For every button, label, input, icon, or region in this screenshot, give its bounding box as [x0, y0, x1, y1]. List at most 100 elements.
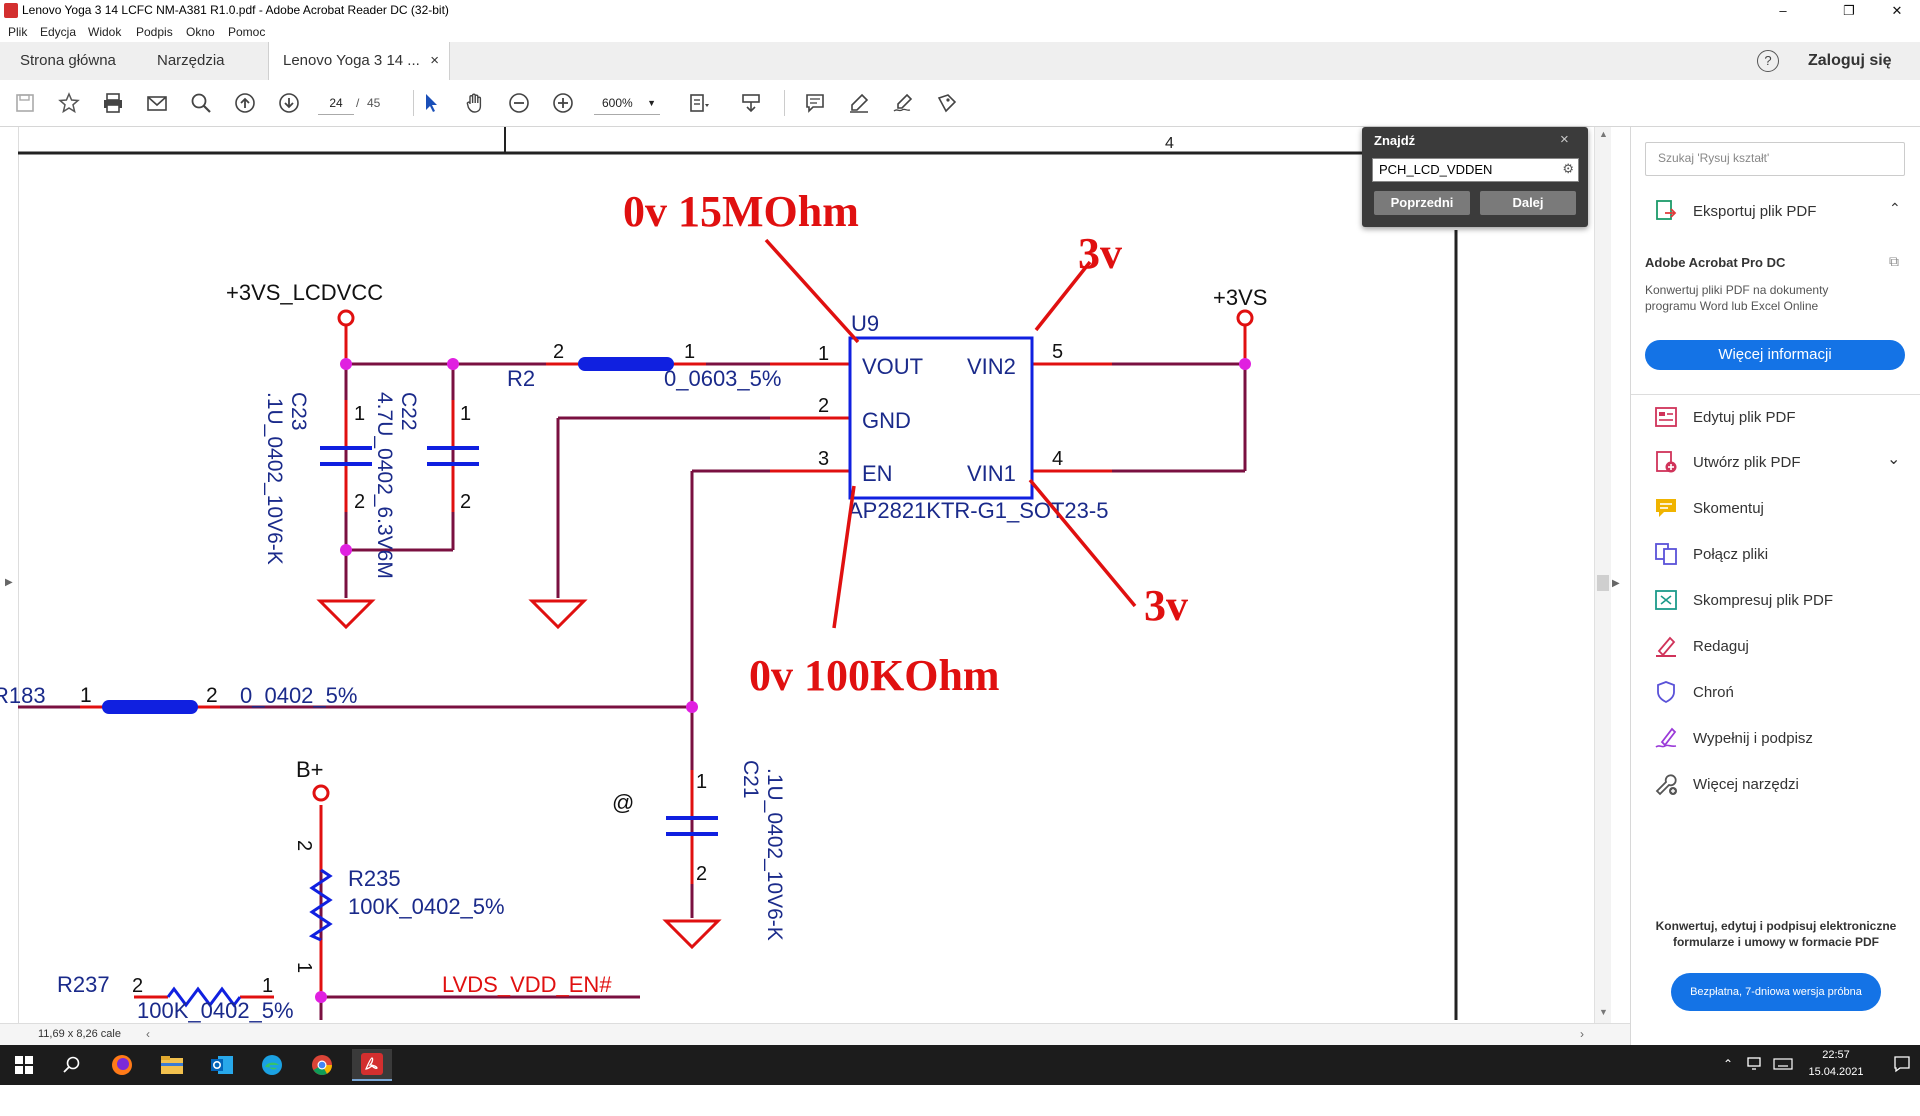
network-icon[interactable] [1747, 1057, 1765, 1071]
restore-button[interactable]: ❐ [1843, 3, 1855, 18]
tab-document[interactable]: Lenovo Yoga 3 14 ... × [268, 42, 450, 80]
tab-close-icon[interactable]: × [430, 52, 439, 69]
minimize-button[interactable]: – [1779, 3, 1787, 18]
bookmark-star-icon[interactable] [56, 90, 82, 116]
free-trial-button[interactable]: Bezpłatna, 7-dniowa wersja próbna [1671, 973, 1881, 1011]
tool-redact[interactable]: Redaguj [1653, 624, 1749, 668]
chrome-icon[interactable] [302, 1049, 342, 1081]
copy-icon[interactable]: ⧉ [1889, 253, 1899, 269]
tools-search-input[interactable]: Szukaj 'Rysuj kształt' [1645, 142, 1905, 176]
email-icon[interactable] [144, 90, 170, 116]
clock-time[interactable]: 22:57 [1822, 1049, 1850, 1061]
hand-tool-icon[interactable] [462, 90, 488, 116]
u9-pin-vin2: VIN2 [967, 354, 1016, 379]
wrench-icon [1655, 774, 1677, 796]
menu-widok[interactable]: Widok [88, 25, 122, 39]
c21-value: .1U_0402_10V6-K [763, 768, 786, 941]
scroll-mode-icon[interactable] [738, 90, 764, 116]
tool-fill-sign-label: Wypełnij i podpisz [1693, 729, 1813, 747]
fill-sign-icon [1655, 727, 1677, 748]
scroll-down-icon[interactable]: ▼ [1599, 1007, 1608, 1017]
status-bar: 11,69 x 8,26 cale ‹ › [0, 1023, 1630, 1046]
tray-chevron-up-icon[interactable]: ⌃ [1723, 1057, 1734, 1071]
tab-home[interactable]: Strona główna [20, 52, 116, 69]
outlook-icon[interactable] [202, 1049, 242, 1081]
zoom-in-icon[interactable] [550, 90, 576, 116]
gear-icon[interactable]: ⚙ [1562, 161, 1574, 176]
tool-compress[interactable]: Skompresuj plik PDF [1653, 578, 1833, 622]
next-page-icon[interactable] [276, 90, 302, 116]
acrobat-taskbar-icon[interactable] [352, 1049, 392, 1081]
find-close-icon[interactable]: × [1560, 131, 1569, 148]
u9-reference: U9 [851, 311, 879, 336]
tool-comment[interactable]: Skomentuj [1653, 486, 1764, 530]
find-previous-button[interactable]: Poprzedni [1374, 191, 1470, 215]
search-icon[interactable] [188, 90, 214, 116]
windows-start-icon[interactable] [4, 1049, 44, 1081]
vertical-scrollbar[interactable]: ▲ ▼ [1594, 127, 1611, 1023]
ground-symbol [528, 599, 588, 630]
firefox-icon[interactable] [102, 1049, 142, 1081]
taskbar-search-icon[interactable] [52, 1049, 92, 1081]
find-input[interactable]: PCH_LCD_VDDEN ⚙ [1372, 158, 1579, 182]
tool-export-pdf[interactable]: Eksportuj plik PDF [1653, 189, 1816, 233]
file-explorer-icon[interactable] [152, 1049, 192, 1081]
windows-taskbar: ⌃ 22:57 15.04.2021 [0, 1045, 1920, 1085]
tool-edit-pdf-label: Edytuj plik PDF [1693, 408, 1796, 426]
tool-more-tools[interactable]: Więcej narzędzi [1653, 762, 1799, 806]
u9-pin-number: 1 [818, 343, 829, 365]
zoom-out-icon[interactable] [506, 90, 532, 116]
page-display-icon[interactable] [686, 90, 712, 116]
close-window-button[interactable]: ✕ [1891, 3, 1903, 18]
page-number-input[interactable]: 24 [318, 92, 354, 115]
document-view[interactable] [0, 127, 1630, 1047]
print-icon[interactable] [100, 90, 126, 116]
left-panel-toggle[interactable]: ▶ [0, 127, 19, 1023]
send-sign-icon[interactable] [934, 90, 960, 116]
menu-plik[interactable]: Plik [8, 25, 28, 39]
sign-in-link[interactable]: Zaloguj się [1808, 52, 1892, 69]
save-icon[interactable] [12, 90, 38, 116]
tab-tools[interactable]: Narzędzia [157, 52, 225, 69]
menu-okno[interactable]: Okno [186, 25, 215, 39]
keyboard-icon[interactable] [1773, 1057, 1793, 1071]
sign-icon[interactable] [890, 90, 916, 116]
chevron-up-icon[interactable]: ⌃ [1889, 200, 1901, 216]
menu-edycja[interactable]: Edycja [40, 25, 77, 39]
scroll-thumb[interactable] [1597, 575, 1609, 591]
c21-pin-number: 1 [696, 771, 707, 793]
chevron-down-icon[interactable]: ⌄ [1887, 451, 1901, 468]
prev-page-icon[interactable] [232, 90, 258, 116]
u9-pin-vout: VOUT [862, 354, 923, 379]
tool-fill-sign[interactable]: Wypełnij i podpisz [1653, 716, 1813, 760]
more-info-button[interactable]: Więcej informacji [1645, 340, 1905, 370]
edge-icon[interactable] [252, 1049, 292, 1081]
clock-date[interactable]: 15.04.2021 [1808, 1066, 1864, 1078]
help-icon[interactable]: ? [1757, 50, 1779, 72]
highlight-pen-icon[interactable] [846, 90, 872, 116]
scroll-left-icon[interactable]: ‹ [146, 1027, 150, 1041]
expand-right-icon[interactable]: ▶ [1612, 578, 1620, 589]
tool-combine[interactable]: Połącz pliki [1653, 532, 1768, 576]
scroll-up-icon[interactable]: ▲ [1599, 129, 1608, 139]
tool-protect[interactable]: Chroń [1653, 670, 1734, 714]
pin-stubs [80, 325, 1247, 999]
find-next-button[interactable]: Dalej [1480, 191, 1576, 215]
export-pdf-icon [1656, 200, 1677, 220]
comment-icon[interactable] [802, 90, 828, 116]
tool-edit-pdf[interactable]: Edytuj plik PDF [1653, 395, 1796, 439]
c21-capacitor [666, 816, 718, 836]
power-port [337, 309, 355, 327]
menu-podpis[interactable]: Podpis [136, 25, 173, 39]
comment-tool-icon [1656, 499, 1676, 517]
menu-bar: Plik Edycja Widok Podpis Okno Pomoc [0, 22, 1920, 42]
u9-pin-en: EN [862, 461, 893, 486]
select-cursor-icon[interactable] [418, 90, 444, 116]
menu-pomoc[interactable]: Pomoc [228, 25, 266, 39]
zoom-select[interactable]: 600% ▼ [594, 92, 660, 115]
r183-pin-number: 1 [80, 684, 92, 707]
scroll-right-icon[interactable]: › [1580, 1027, 1584, 1041]
c23-value: .1U_0402_10V6-K [263, 392, 286, 565]
notifications-icon[interactable] [1893, 1055, 1911, 1073]
tool-create-pdf[interactable]: Utwórz plik PDF [1653, 440, 1801, 484]
